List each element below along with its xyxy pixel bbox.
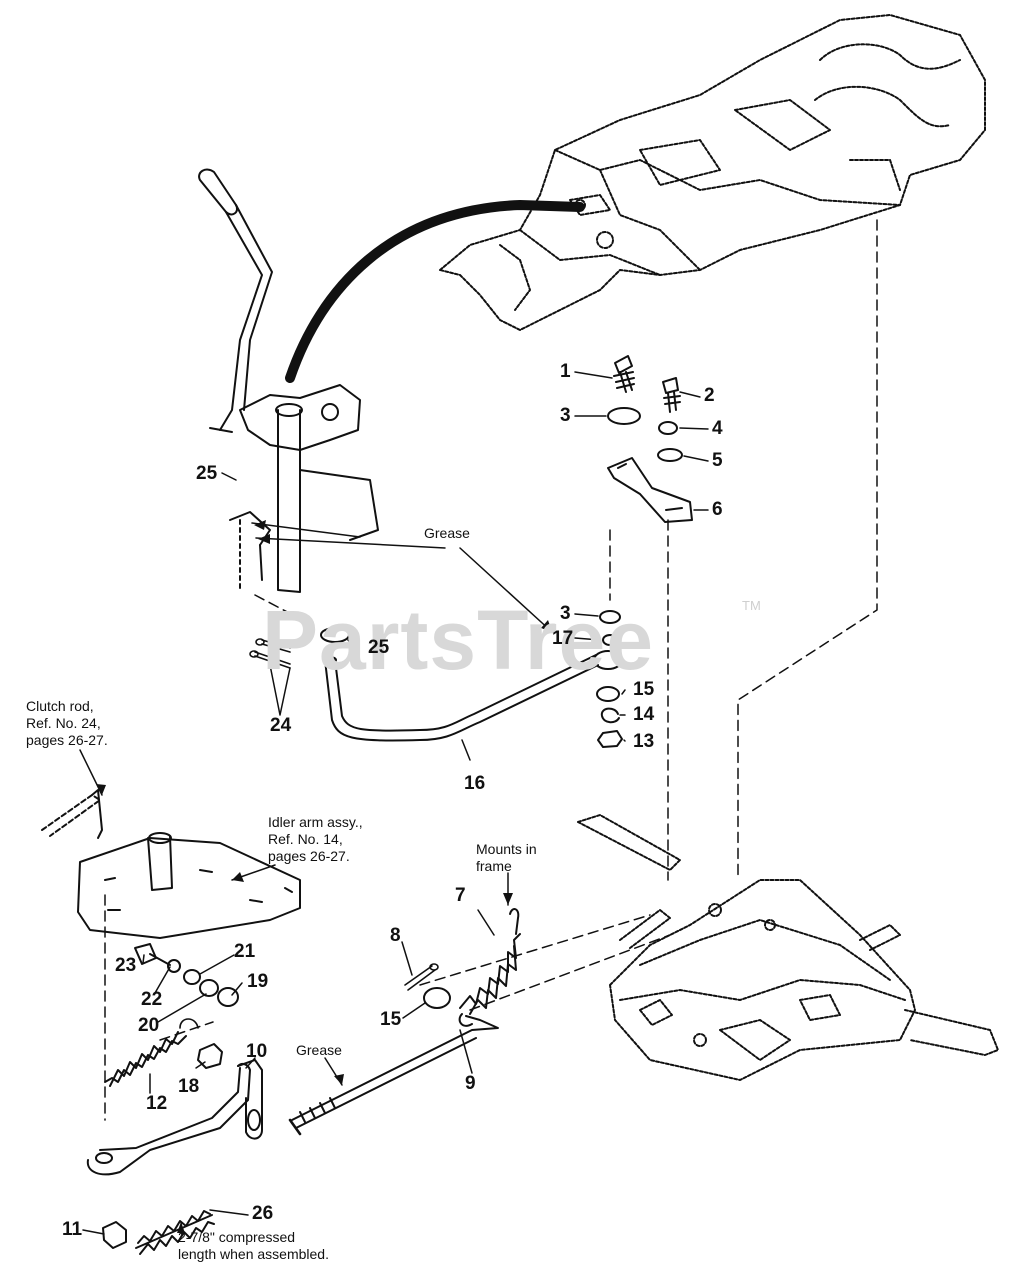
clip-14 [600, 707, 620, 724]
callout-16: 16 [464, 773, 486, 794]
callout-2: 2 [704, 385, 715, 406]
callout-25-lower: 25 [368, 637, 390, 658]
callout-15-lower: 15 [380, 1009, 402, 1030]
callout-4: 4 [712, 418, 723, 439]
callout-14: 14 [633, 704, 655, 725]
shift-lever [198, 168, 273, 433]
bolt-23 [134, 943, 171, 966]
spring-12 [104, 1031, 187, 1087]
shift-plate-assembly [229, 384, 379, 593]
callout-17: 17 [552, 628, 574, 649]
nut-13 [597, 730, 623, 748]
bracket-6 [607, 457, 693, 523]
callout-18: 18 [178, 1076, 200, 1097]
callout-22: 22 [141, 989, 163, 1010]
washer-5 [657, 448, 683, 462]
nut-11 [102, 1221, 127, 1249]
washer-15-lower [423, 987, 451, 1009]
callout-15: 15 [633, 679, 655, 700]
note-idler-arm: Idler arm assy., Ref. No. 14, pages 26-2… [268, 814, 363, 864]
washer-3-lower [599, 610, 621, 624]
washer-21 [183, 969, 201, 985]
callout-13: 13 [633, 731, 655, 752]
transaxle [577, 814, 999, 1081]
callout-26: 26 [252, 1203, 274, 1224]
callout-8: 8 [390, 925, 401, 946]
hook-bracket [179, 1018, 199, 1029]
washer-19 [217, 987, 239, 1007]
note-grease-top: Grease [424, 525, 470, 541]
callout-11: 11 [62, 1219, 83, 1240]
washer-3 [607, 407, 641, 425]
washer-20 [199, 979, 219, 997]
note-grease-bottom: Grease [296, 1042, 342, 1058]
washer-25-lower [320, 627, 350, 643]
callout-leaders [79, 371, 709, 1237]
nut-4 [658, 421, 678, 435]
clutch-rod-9 [288, 1015, 499, 1136]
callout-23: 23 [115, 955, 137, 976]
nut-18 [197, 1043, 223, 1069]
hardware-bolt-1 [613, 355, 635, 393]
watermark-trademark: TM [742, 598, 761, 613]
shift-cable [285, 200, 585, 383]
callout-1: 1 [560, 361, 571, 382]
watermark: PartsTree [262, 593, 654, 687]
clutch-rod-stub [41, 789, 103, 839]
assembly-leaders [104, 219, 878, 1121]
callout-24: 24 [270, 715, 292, 736]
callout-3-lower: 3 [560, 603, 571, 624]
callout-9: 9 [465, 1073, 476, 1094]
callout-20: 20 [138, 1015, 160, 1036]
note-mounts-in-frame: Mounts in frame [476, 841, 537, 874]
callout-19: 19 [247, 971, 269, 992]
bushing-17 [602, 634, 618, 646]
callout-arrows [96, 520, 552, 1233]
callout-12: 12 [146, 1093, 168, 1114]
note-spring-length: 2-7/8" compressed length when assembled. [178, 1229, 329, 1262]
spring-26 [135, 1210, 215, 1255]
callout-7: 7 [455, 885, 466, 906]
callout-21: 21 [234, 941, 256, 962]
washer-15 [596, 686, 620, 702]
callout-6: 6 [712, 499, 723, 520]
shift-rod-16 [323, 650, 623, 742]
spring-7 [458, 908, 521, 1027]
idler-arm-plate [77, 832, 301, 939]
callout-25: 25 [196, 463, 218, 484]
callout-3: 3 [560, 405, 571, 426]
cotter-pins-24 [249, 638, 291, 669]
note-clutch-rod: Clutch rod, Ref. No. 24, pages 26-27. [26, 698, 108, 748]
callout-5: 5 [712, 450, 723, 471]
callout-10: 10 [246, 1041, 268, 1062]
hardware-bolt-2 [662, 377, 681, 413]
washer-22 [167, 959, 181, 973]
frame-chassis [439, 14, 986, 331]
idler-arm-10 [86, 1059, 263, 1176]
cotter-pin-8 [404, 963, 439, 991]
